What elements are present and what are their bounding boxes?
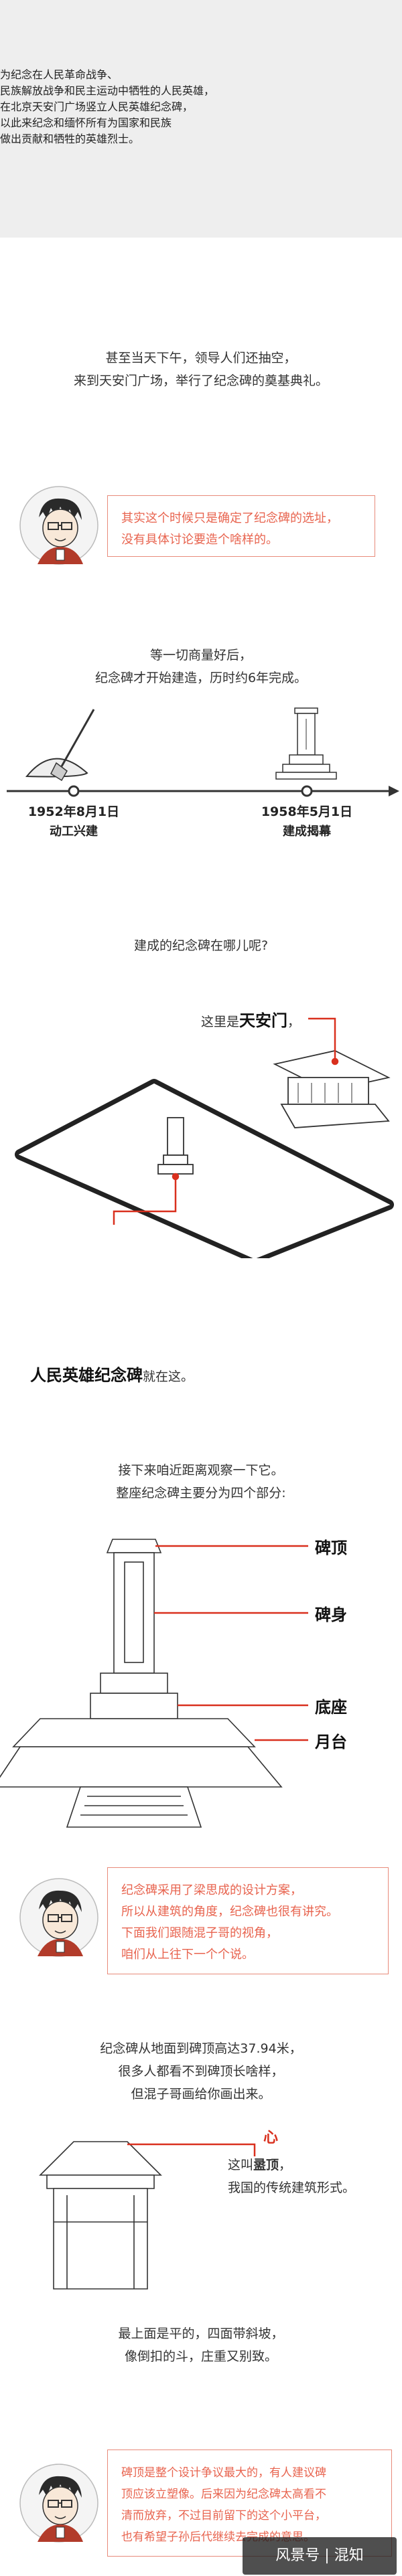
note-line: 咱们从上往下一个个说。 xyxy=(121,1948,254,1962)
intro-line-highlight: 在北京天安门广场竖立人民英雄纪念碑， xyxy=(0,100,194,113)
paragraph-line: 纪念碑才开始建造，历时约6年完成。 xyxy=(94,671,308,685)
monument-icon xyxy=(275,707,337,780)
paragraph-line: 但混子哥画给你画出来。 xyxy=(131,2087,271,2101)
paragraph-line: 像倒扣的斗，庄重又别致。 xyxy=(124,2349,277,2364)
paragraph-roof-shape: 最上面是平的，四面带斜坡， 像倒扣的斗，庄重又别致。 xyxy=(0,2322,402,2368)
label-tiananmen-bold: 天安门 xyxy=(239,1011,288,1030)
cartoon-avatar-icon xyxy=(19,1878,98,1957)
paragraph-construction: 等一切商量好后， 纪念碑才开始建造，历时约6年完成。 xyxy=(0,644,402,689)
note-line: 没有具体讨论要造个啥样的。 xyxy=(121,533,278,547)
note-line: 清而放弃，不过目前留下的这个小平台， xyxy=(121,2509,326,2522)
tiananmen-gate-icon xyxy=(273,1050,391,1128)
timeline-end-event: 建成揭幕 xyxy=(283,825,331,839)
paragraph-line: 最上面是平的，四面带斜坡， xyxy=(118,2326,284,2341)
tiananmen-square-outline xyxy=(15,1079,394,1258)
roof-caption-line: 这叫盝顶， xyxy=(228,2154,355,2176)
monument-drawing xyxy=(0,1539,283,1828)
cartoon-avatar-icon xyxy=(19,2464,98,2543)
intro-panel xyxy=(0,0,402,238)
label-tiananmen: 这里是天安门， xyxy=(201,1009,300,1033)
note-line: 碑顶是整个设计争议最大的，有人建议碑 xyxy=(121,2466,326,2480)
roof-glyph: 心 xyxy=(263,2130,279,2146)
part-label-top: 碑顶 xyxy=(315,1539,347,1557)
note-box-design: 纪念碑采用了梁思成的设计方案， 所以从建筑的角度，纪念碑也很有讲究。 下面我们跟… xyxy=(107,1867,389,1974)
label-prefix: 这里是 xyxy=(201,1015,240,1029)
label-suffix: ， xyxy=(287,1015,301,1029)
paragraph-line: 纪念碑从地面到碑顶高达37.94米， xyxy=(100,2041,302,2056)
label-monument: 人民英雄纪念碑就在这。 xyxy=(30,1364,194,1388)
roof-suffix: ， xyxy=(279,2158,292,2172)
intro-text: 为纪念在人民革命战争、 民族解放战争和民主运动中牺牲的人民英雄， 在北京天安门广… xyxy=(0,66,402,146)
intro-line-2: 民族解放战争和民主运动中牺牲的人民英雄， xyxy=(0,84,215,97)
paragraph-line: 等一切商量好后， xyxy=(149,648,252,663)
part-label-base: 底座 xyxy=(315,1698,347,1717)
timeline-end: 1958年5月1日 建成揭幕 xyxy=(253,802,360,842)
timeline-start: 1952年8月1日 动工兴建 xyxy=(20,802,127,842)
watermark-badge: 风景号 | 混知 xyxy=(243,2537,397,2575)
cartoon-avatar-icon xyxy=(19,486,98,565)
roof-pointer xyxy=(127,2143,256,2156)
square-map-illustration xyxy=(15,1017,394,1258)
paragraph-ceremony: 甚至当天下午，领导人们还抽空， 来到天安门广场，举行了纪念碑的奠基典礼。 xyxy=(0,347,402,392)
intro-line-1: 为纪念在人民革命战争、 xyxy=(0,68,119,81)
note-line: 下面我们跟随混子哥的视角， xyxy=(121,1926,278,1940)
part-label-body: 碑身 xyxy=(315,1606,347,1624)
pointer-lines xyxy=(113,1017,339,1225)
label-suffix: 就在这。 xyxy=(143,1369,194,1384)
timeline-illustration xyxy=(7,707,399,797)
question-location: 建成的纪念碑在哪儿呢? xyxy=(133,938,269,953)
roof-bold: 盝顶 xyxy=(253,2158,279,2172)
timeline-end-date: 1958年5月1日 xyxy=(261,804,353,819)
note-line: 纪念碑采用了梁思成的设计方案， xyxy=(121,1883,302,1897)
note-box-top-debate: 碑顶是整个设计争议最大的，有人建议碑 顶应该立塑像。后来因为纪念碑太高看不 清而… xyxy=(107,2450,392,2557)
label-monument-bold: 人民英雄纪念碑 xyxy=(30,1366,143,1385)
timeline-start-date: 1952年8月1日 xyxy=(27,804,120,819)
paragraph-line: 很多人都看不到碑顶长啥样， xyxy=(118,2064,284,2079)
roof-caption: 这叫盝顶， 我国的传统建筑形式。 xyxy=(228,2154,355,2199)
paragraph-line: 接下来咱近距离观察一下它。 xyxy=(118,1463,284,1478)
timeline-start-event: 动工兴建 xyxy=(50,825,98,839)
note-line: 所以从建筑的角度，纪念碑也很有讲究。 xyxy=(121,1905,338,1919)
intro-line-5: 做出贡献和牺牲的英雄烈士。 xyxy=(0,133,140,145)
part-pointers xyxy=(154,1545,308,1741)
monument-parts-illustration xyxy=(0,1539,308,1828)
intro-line-4: 以此来纪念和缅怀所有为国家和民族 xyxy=(0,116,172,129)
note-box-site: 其实这个时候只是确定了纪念碑的选址， 没有具体讨论要造个啥样的。 xyxy=(107,495,375,557)
paragraph-height: 纪念碑从地面到碑顶高达37.94米， 很多人都看不到碑顶长啥样， 但混子哥画给你… xyxy=(0,2037,402,2106)
shovel-icon xyxy=(25,709,95,782)
paragraph-line: 来到天安门广场，举行了纪念碑的奠基典礼。 xyxy=(73,373,328,388)
part-label-platform: 月台 xyxy=(315,1733,347,1751)
roof-prefix: 这叫 xyxy=(228,2158,254,2172)
roof-caption-line-2: 我国的传统建筑形式。 xyxy=(228,2180,356,2195)
monument-icon xyxy=(157,1117,194,1175)
roof-illustration xyxy=(39,2141,256,2290)
paragraph-parts-intro: 接下来咱近距离观察一下它。 整座纪念碑主要分为四个部分: xyxy=(0,1459,402,1505)
paragraph-line: 甚至当天下午，领导人们还抽空， xyxy=(105,351,297,365)
monument-top-drawing xyxy=(39,2141,162,2290)
note-line: 顶应该立塑像。后来因为纪念碑太高看不 xyxy=(121,2488,326,2501)
note-line: 其实这个时候只是确定了纪念碑的选址， xyxy=(121,511,338,525)
paragraph-line: 整座纪念碑主要分为四个部分: xyxy=(116,1486,286,1500)
